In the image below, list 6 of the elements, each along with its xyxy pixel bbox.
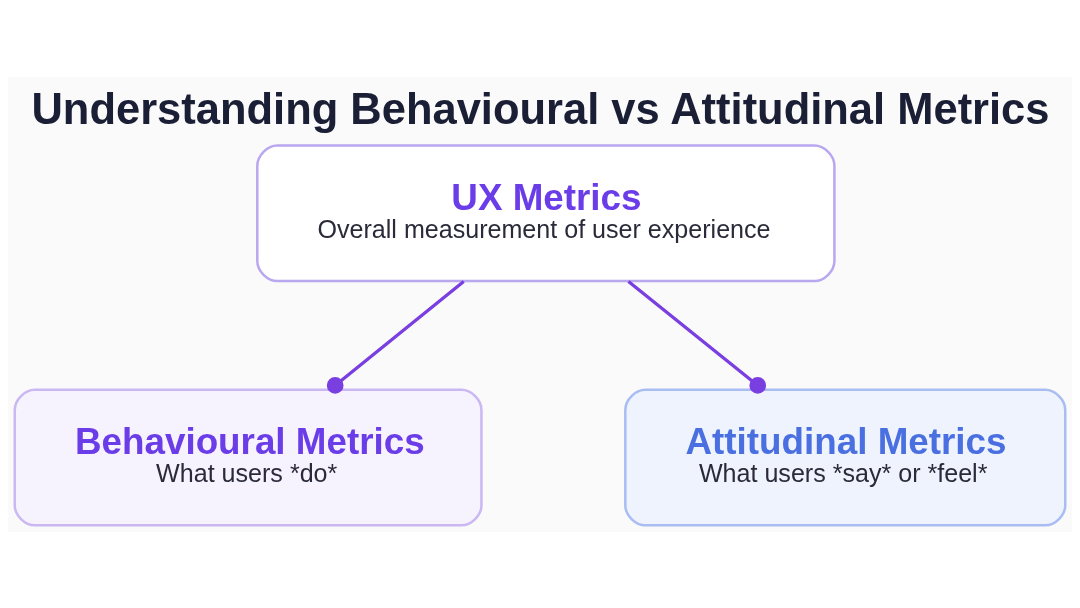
connector <box>627 279 767 394</box>
node-box: Behavioural Metrics What users *do* <box>13 388 483 527</box>
connector <box>326 279 465 394</box>
diagram-title: Understanding Behavioural vs Attitudinal Metrics <box>31 84 1050 132</box>
node-box: Attitudinal Metrics What users *say* or *feel* <box>624 388 1067 527</box>
node-box: UX Metrics Overall measurement of user experience <box>256 143 836 282</box>
